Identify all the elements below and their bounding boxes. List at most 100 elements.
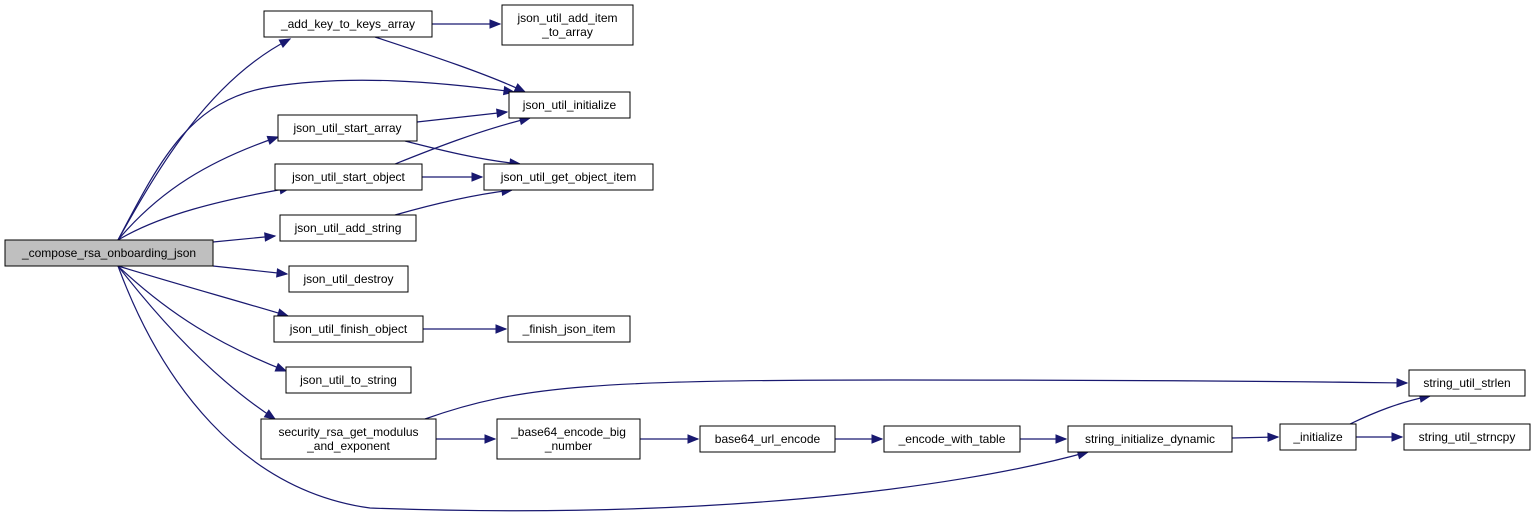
arrowhead bbox=[274, 362, 288, 372]
node-box bbox=[1403, 423, 1531, 451]
node-add_item[interactable]: json_util_add_item_to_array bbox=[501, 4, 634, 46]
node-label: json_util_add_string bbox=[294, 221, 402, 235]
arrowhead bbox=[871, 434, 884, 444]
edge-b64_url-to-encode_table bbox=[835, 434, 884, 444]
node-start_array[interactable]: json_util_start_array bbox=[277, 114, 418, 142]
node-box bbox=[496, 418, 641, 460]
node-label: security_rsa_get_modulus bbox=[278, 425, 418, 439]
edge-compose-to-to_string bbox=[117, 265, 288, 372]
arrowhead bbox=[471, 172, 484, 182]
node-initialize[interactable]: _initialize bbox=[1279, 423, 1357, 451]
edge-line bbox=[117, 187, 291, 241]
node-box bbox=[483, 163, 654, 191]
arrowhead bbox=[489, 19, 502, 29]
node-box bbox=[508, 91, 631, 119]
node-strlen[interactable]: string_util_strlen bbox=[1408, 369, 1526, 397]
edge-compose-to-add_string bbox=[212, 232, 277, 243]
edge-string_init_dyn-to-initialize bbox=[1231, 432, 1280, 442]
edge-finish_object-to-finish_json_item bbox=[423, 324, 508, 334]
edge-compose-to-string_init_dyn bbox=[117, 265, 1090, 512]
node-b64_big[interactable]: _base64_encode_big_number bbox=[496, 418, 641, 460]
node-b64_url[interactable]: base64_url_encode bbox=[699, 425, 836, 453]
node-box bbox=[507, 315, 631, 343]
node-label: string_initialize_dynamic bbox=[1085, 432, 1215, 446]
node-label: json_util_initialize bbox=[522, 98, 617, 112]
node-label: json_util_to_string bbox=[299, 373, 397, 387]
node-initialize_json[interactable]: json_util_initialize bbox=[508, 91, 631, 119]
edge-start_array-to-get_object_item bbox=[404, 140, 522, 168]
edge-line bbox=[117, 265, 1089, 512]
node-box bbox=[263, 10, 433, 38]
node-label: _number bbox=[544, 439, 592, 453]
arrowhead bbox=[1055, 434, 1068, 444]
node-box bbox=[1408, 369, 1526, 397]
edge-compose-to-add_key bbox=[117, 38, 292, 241]
arrowhead bbox=[276, 268, 289, 278]
node-box bbox=[279, 214, 417, 242]
node-label: _finish_json_item bbox=[522, 322, 616, 336]
node-label: base64_url_encode bbox=[715, 432, 821, 446]
arrowhead bbox=[484, 434, 497, 444]
edge-rsa_modulus-to-strlen bbox=[424, 378, 1409, 420]
arrowhead bbox=[1391, 432, 1404, 442]
node-label: string_util_strncpy bbox=[1419, 430, 1516, 444]
edge-line bbox=[117, 265, 276, 420]
edge-rsa_modulus-to-b64_big bbox=[436, 434, 497, 444]
node-box bbox=[4, 239, 214, 267]
edge-line bbox=[1349, 395, 1431, 425]
node-start_object[interactable]: json_util_start_object bbox=[274, 163, 423, 191]
node-label: json_util_finish_object bbox=[289, 322, 408, 336]
node-label: _base64_encode_big bbox=[510, 425, 626, 439]
node-add_string[interactable]: json_util_add_string bbox=[279, 214, 417, 242]
node-strncpy[interactable]: string_util_strncpy bbox=[1403, 423, 1531, 451]
node-label: _compose_rsa_onboarding_json bbox=[21, 246, 196, 260]
node-encode_table[interactable]: _encode_with_table bbox=[883, 425, 1021, 453]
edge-compose-to-finish_object bbox=[117, 265, 290, 318]
edge-add_key-to-add_item bbox=[432, 19, 502, 29]
arrowhead bbox=[263, 409, 277, 420]
node-box bbox=[1067, 425, 1233, 453]
edge-initialize-to-strlen bbox=[1349, 393, 1432, 425]
edge-start_object-to-get_object_item bbox=[422, 172, 484, 182]
edge-compose-to-destroy bbox=[212, 265, 289, 278]
edge-b64_big-to-b64_url bbox=[640, 434, 700, 444]
edge-line bbox=[117, 38, 291, 241]
edge-line bbox=[117, 79, 515, 241]
node-string_init_dyn[interactable]: string_initialize_dynamic bbox=[1067, 425, 1233, 453]
node-compose[interactable]: _compose_rsa_onboarding_json bbox=[4, 239, 214, 267]
node-rsa_modulus[interactable]: security_rsa_get_modulus_and_exponent bbox=[260, 418, 437, 460]
node-box bbox=[285, 366, 412, 394]
node-label: json_util_start_object bbox=[291, 170, 405, 184]
node-label: _encode_with_table bbox=[898, 432, 1006, 446]
node-finish_object[interactable]: json_util_finish_object bbox=[273, 315, 424, 343]
node-label: json_util_add_item bbox=[516, 11, 617, 25]
edge-line bbox=[374, 36, 526, 93]
edge-line bbox=[424, 379, 1408, 420]
edge-add_key-to-initialize_json bbox=[374, 36, 527, 93]
node-get_object_item[interactable]: json_util_get_object_item bbox=[483, 163, 654, 191]
edge-compose-to-rsa_modulus bbox=[117, 265, 277, 420]
node-add_key[interactable]: _add_key_to_keys_array bbox=[263, 10, 433, 38]
node-label: _initialize bbox=[1292, 430, 1343, 444]
node-box bbox=[501, 4, 634, 46]
node-box bbox=[277, 114, 418, 142]
edge-line bbox=[117, 265, 289, 317]
arrowhead bbox=[278, 38, 292, 49]
node-destroy[interactable]: json_util_destroy bbox=[288, 265, 409, 293]
node-box bbox=[288, 265, 409, 293]
arrowhead bbox=[495, 324, 508, 334]
edge-line bbox=[394, 189, 513, 216]
node-label: json_util_get_object_item bbox=[500, 170, 636, 184]
node-box bbox=[260, 418, 437, 460]
node-label: json_util_start_array bbox=[292, 121, 401, 135]
arrowhead bbox=[266, 135, 280, 145]
node-label: _and_exponent bbox=[306, 439, 390, 453]
edge-line bbox=[117, 265, 287, 372]
node-finish_json_item[interactable]: _finish_json_item bbox=[507, 315, 631, 343]
arrowhead bbox=[264, 232, 277, 242]
node-to_string[interactable]: json_util_to_string bbox=[285, 366, 412, 394]
edge-line bbox=[416, 111, 508, 123]
node-box bbox=[883, 425, 1021, 453]
edge-add_string-to-get_object_item bbox=[394, 186, 514, 216]
